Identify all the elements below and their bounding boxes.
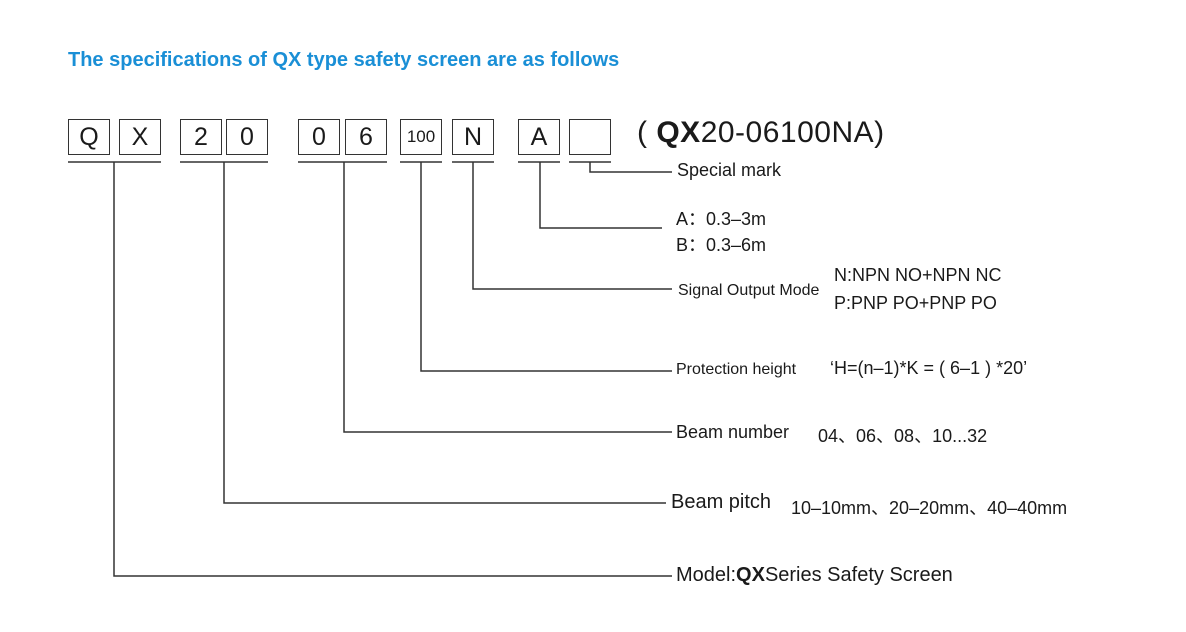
leader-height bbox=[420, 162, 672, 372]
label-model: Model:QXSeries Safety Screen bbox=[676, 564, 953, 587]
label-signal-output-title: Signal Output Mode bbox=[678, 282, 820, 299]
label-model-bold: QX bbox=[736, 564, 765, 586]
code-box-beams-2: 6 bbox=[345, 119, 387, 155]
leader-output bbox=[472, 162, 672, 290]
code-box-q: Q bbox=[68, 119, 110, 155]
page-title: The specifications of QX type safety scr… bbox=[68, 49, 620, 71]
code-box-special bbox=[569, 119, 611, 155]
label-model-rest: Series Safety Screen bbox=[764, 564, 953, 586]
leader-range bbox=[539, 162, 662, 229]
label-beam-pitch-title: Beam pitch bbox=[671, 491, 772, 513]
label-beam-number-title: Beam number bbox=[676, 422, 790, 442]
label-model-prefix: Model: bbox=[676, 564, 737, 586]
example-rest: 20-06100NA) bbox=[700, 116, 885, 149]
label-protection-formula: ‘H=(n–1)*K = ( 6–1 ) *20’ bbox=[830, 358, 1028, 378]
label-beam-pitch-values: 10–10mm、20–20mm、40–40mm bbox=[791, 498, 1068, 518]
label-signal-p: P:PNP PO+PNP PO bbox=[834, 293, 997, 313]
label-range-b: B：0.3–6m bbox=[676, 235, 767, 255]
label-beam-number-values: 04、06、08、10...32 bbox=[818, 426, 988, 446]
leader-beams bbox=[343, 162, 672, 433]
code-box-height: 100 bbox=[400, 119, 442, 155]
label-range-a: A：0.3–3m bbox=[676, 209, 767, 229]
code-box-x: X bbox=[119, 119, 161, 155]
code-box-output: N bbox=[452, 119, 494, 155]
leader-special bbox=[589, 162, 672, 173]
example-bold: QX bbox=[656, 116, 701, 149]
example-code: ( QX20-06100NA) bbox=[637, 116, 885, 150]
code-box-pitch-1: 2 bbox=[180, 119, 222, 155]
leader-model bbox=[113, 162, 672, 577]
code-box-beams-1: 0 bbox=[298, 119, 340, 155]
leader-pitch bbox=[223, 162, 666, 504]
label-special-mark: Special mark bbox=[677, 160, 782, 180]
code-box-range: A bbox=[518, 119, 560, 155]
code-box-pitch-2: 0 bbox=[226, 119, 268, 155]
example-prefix: ( bbox=[637, 116, 657, 149]
label-signal-n: N:NPN NO+NPN NC bbox=[834, 265, 1002, 285]
label-protection-title: Protection height bbox=[676, 361, 797, 378]
